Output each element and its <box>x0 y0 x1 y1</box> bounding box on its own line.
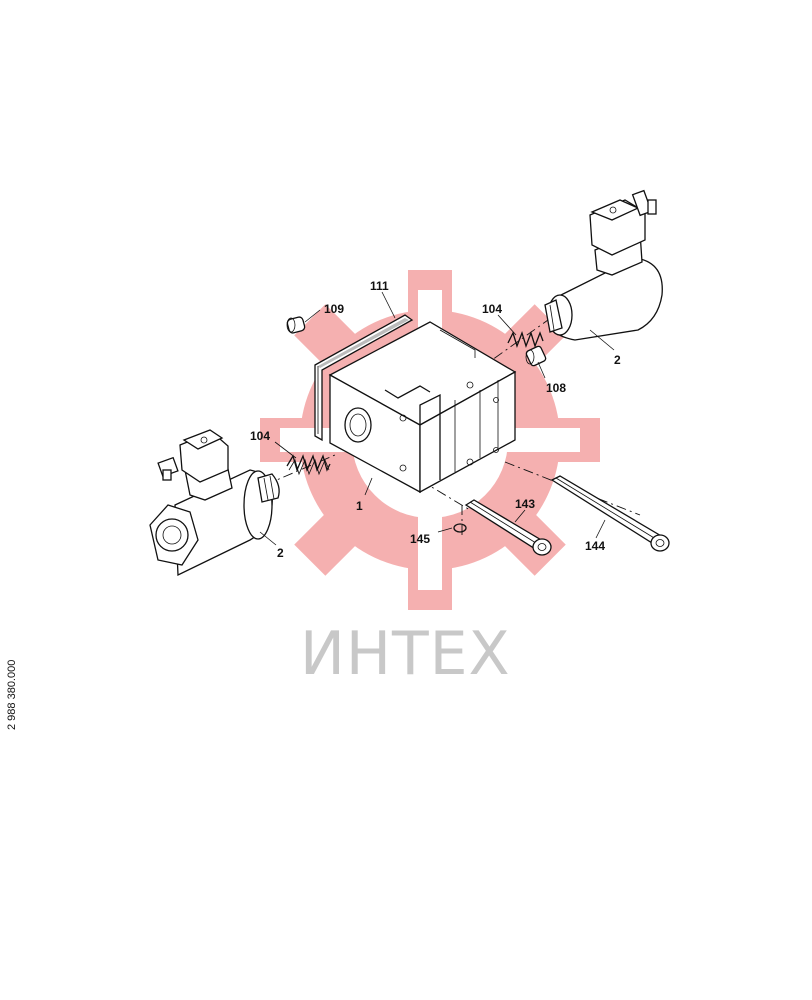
watermark-text: ИНТЕХ <box>300 619 511 689</box>
callout-143: 143 <box>515 497 535 511</box>
screw-143-part <box>464 499 552 556</box>
document-number: 2 988 380.000 <box>6 659 18 730</box>
callout-104-right: 104 <box>482 302 502 316</box>
plug-109-part <box>286 316 306 334</box>
callout-1: 1 <box>356 499 363 513</box>
callout-104-left: 104 <box>250 429 270 443</box>
spring-left-part <box>286 454 331 476</box>
o-ring-145-part <box>453 523 467 533</box>
callout-108: 108 <box>546 381 566 395</box>
solenoid-left-part <box>149 429 280 577</box>
axis-left <box>264 454 336 486</box>
callout-145: 145 <box>410 532 430 546</box>
axis-bottom-right <box>504 461 641 516</box>
callout-2-right: 2 <box>614 353 621 367</box>
plug-108-part <box>525 345 547 367</box>
callout-2-left: 2 <box>277 546 284 560</box>
callout-111: 111 <box>370 279 389 293</box>
solenoid-right-part <box>544 189 663 341</box>
spring-right-part <box>507 331 544 348</box>
screw-144-part <box>550 475 670 552</box>
leader-lines <box>259 291 615 546</box>
callout-144: 144 <box>585 539 605 553</box>
callout-109: 109 <box>324 302 344 316</box>
gasket-plate-part <box>314 314 414 442</box>
valve-body-part <box>328 321 517 494</box>
